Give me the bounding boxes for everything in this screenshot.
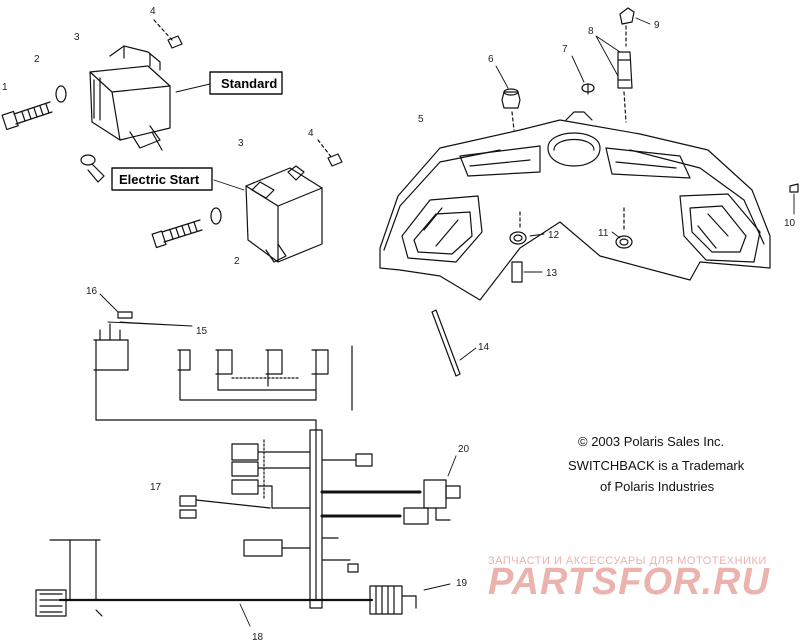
bulb-part-9: [619, 7, 651, 47]
spacer-part-13: [511, 261, 543, 283]
watermark: ЗАПЧАСТИ И АКСЕССУАРЫ ДЛЯ МОТОТЕХНИКИ PA…: [488, 555, 770, 603]
callout-16: 16: [86, 286, 98, 297]
watermark-logo: PARTSFOR.RU: [488, 561, 770, 603]
grommet-part-6: [495, 65, 521, 131]
copyright-line-1: © 2003 Polaris Sales Inc.: [578, 434, 724, 449]
callout-11: 11: [598, 228, 609, 239]
bolt-electric-start: [151, 219, 203, 249]
ground-eyelet: [80, 154, 105, 183]
wiring-harness-part-18: [35, 293, 461, 627]
callout-12: 12: [548, 230, 560, 241]
washer-electric-start: [210, 207, 222, 225]
standard-label-box: [209, 71, 283, 95]
callout-15: 15: [196, 326, 208, 337]
watermark-subtitle: ЗАПЧАСТИ И АКСЕССУАРЫ ДЛЯ МОТОТЕХНИКИ: [488, 555, 767, 567]
standard-label: Standard: [221, 76, 277, 91]
grommet-part-12: [509, 211, 545, 245]
nut-part-4: [153, 19, 183, 49]
electric-start-regulator-assembly: [151, 139, 343, 263]
copyright-line-2: SWITCHBACK is a Trademark: [568, 458, 745, 473]
callout-3-standard: 3: [74, 32, 80, 43]
callout-17: 17: [150, 482, 162, 493]
voltage-regulator-electric-start: [245, 165, 323, 263]
callout-19: 19: [456, 578, 468, 589]
callout-18: 18: [252, 632, 264, 643]
electric-start-label: Electric Start: [119, 172, 200, 187]
copyright-line-3: of Polaris Industries: [600, 479, 715, 494]
grommet-part-11: [611, 207, 633, 249]
callout-14: 14: [478, 342, 490, 353]
cable-tie-part-14: [431, 309, 477, 377]
screw-part-7: [571, 55, 595, 95]
callout-2-electric-start: 2: [234, 256, 240, 267]
standard-regulator-assembly: [1, 19, 211, 183]
callout-6: 6: [488, 54, 494, 65]
washer-part-2: [55, 85, 67, 103]
bolt-part-1: [1, 101, 53, 131]
callout-8: 8: [588, 26, 594, 37]
fuse-holder-part-8: [595, 35, 633, 123]
nut-electric-start: [317, 139, 343, 167]
voltage-regulator-standard: [89, 45, 171, 151]
callout-20: 20: [458, 444, 470, 455]
clip-part-10: [789, 183, 799, 215]
electric-start-label-box: [111, 167, 213, 191]
callout-13: 13: [546, 268, 558, 279]
callout-7: 7: [562, 44, 568, 55]
callout-5: 5: [418, 114, 424, 125]
callout-4-electric-start: 4: [308, 128, 314, 139]
callout-1: 1: [2, 82, 8, 93]
callout-2-standard: 2: [34, 54, 40, 65]
callout-10: 10: [784, 218, 796, 229]
callout-3-electric-start: 3: [238, 138, 244, 149]
callout-4-standard: 4: [150, 6, 156, 17]
hood-console-part-5: [379, 111, 771, 301]
callout-9: 9: [654, 20, 660, 31]
